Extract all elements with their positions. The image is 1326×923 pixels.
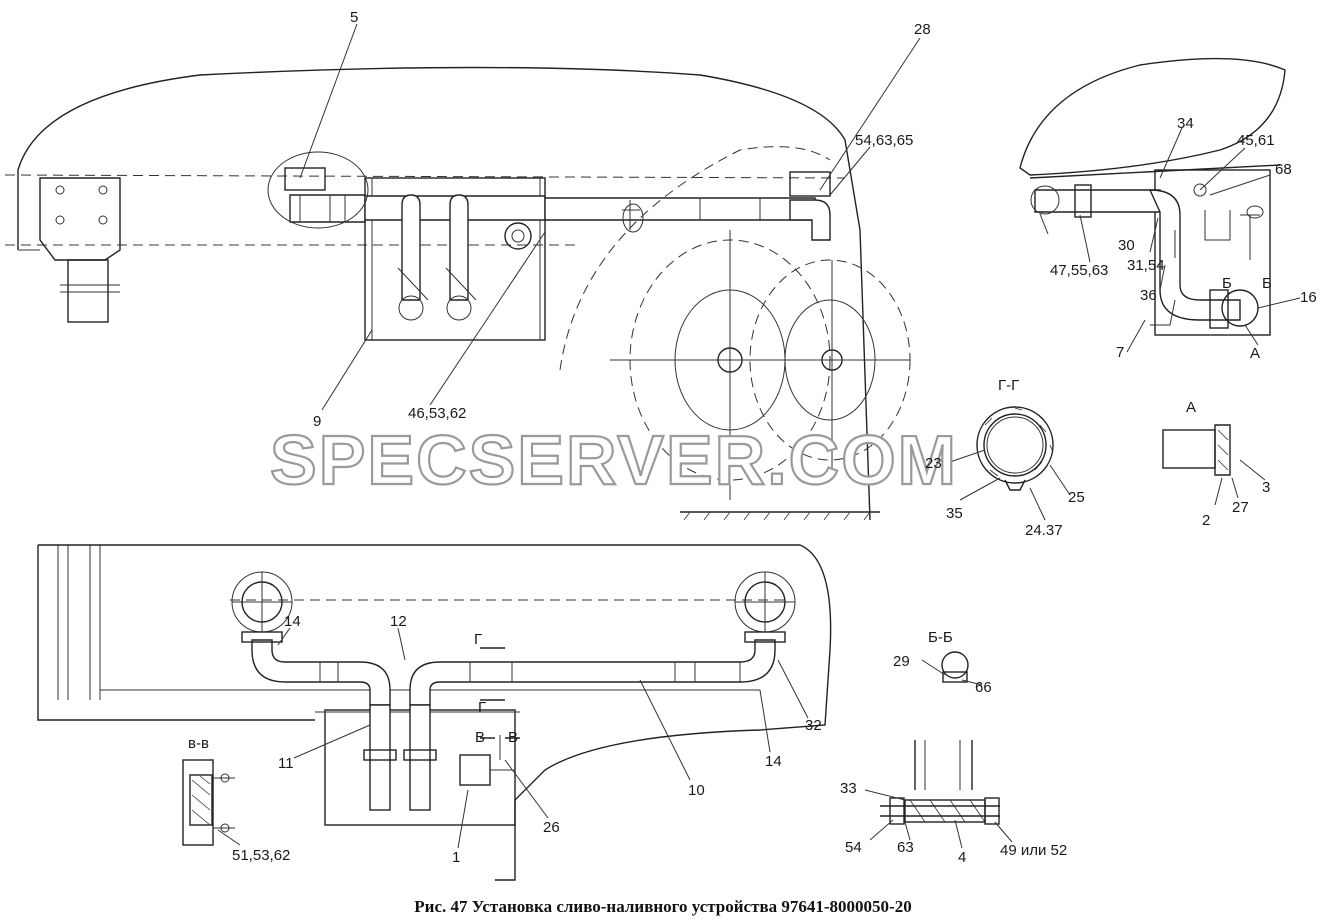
section-title-v-v: в-в [188,735,209,752]
callout-7: 7 [1116,344,1124,361]
callout-33: 33 [840,780,857,797]
callout-10: 10 [688,782,705,799]
callout-1: 1 [452,849,460,866]
bolt-detail [864,740,1013,849]
callout-24-37: 24.37 [1025,522,1063,539]
section-mark-v-2: В [508,729,518,746]
section-mark-g-2: Г [478,699,486,716]
callout-47-55-63: 47,55,63 [1050,262,1108,279]
callout-45-61: 45,61 [1237,132,1275,149]
callout-23: 23 [925,455,942,472]
section-title-b-b: Б-Б [928,629,953,646]
callout-9: 9 [313,413,321,430]
view-title-a: А [1186,399,1196,416]
callout-28: 28 [914,21,931,38]
callout-51-53-62: 51,53,62 [232,847,290,864]
figure-caption: Рис. 47 Установка сливо-наливного устрой… [414,897,911,916]
callout-29: 29 [893,653,910,670]
watermark: SPECSERVER.COM [270,421,958,499]
section-mark-g-1: Г [474,631,482,648]
callout-54-63-65: 54,63,65 [855,132,913,149]
callout-32: 32 [805,717,822,734]
callout-14-left: 14 [284,613,301,630]
callout-labels: 5 28 54,63,65 9 46,53,62 34 45,61 68 30 … [188,9,1317,866]
callout-25: 25 [1068,489,1085,506]
callout-27: 27 [1232,499,1249,516]
callout-46-53-62: 46,53,62 [408,405,466,422]
section-mark-b-2: Б [1262,275,1272,292]
top-side-view [4,23,921,521]
callout-5: 5 [350,9,358,26]
callout-68: 68 [1275,161,1292,178]
section-mark-v-1: В [475,729,485,746]
section-title-g-g: Г-Г [998,377,1019,394]
section-mark-b-1: Б [1222,275,1232,292]
callout-49-or-52: 49 или 52 [1000,842,1067,859]
callout-3: 3 [1262,479,1270,496]
bottom-plan-view [37,544,832,881]
callout-54: 54 [845,839,862,856]
callout-11: 11 [278,755,294,772]
view-a [1162,424,1266,506]
callout-66: 66 [975,679,992,696]
callout-31-54: 31,54 [1127,257,1165,274]
section-g-g [949,406,1071,521]
view-mark-a: А [1250,345,1260,362]
section-b-b [921,651,983,686]
callout-36: 36 [1140,287,1157,304]
callout-14-right: 14 [765,753,782,770]
callout-30: 30 [1118,237,1135,254]
section-v-v [182,759,241,846]
callout-2: 2 [1202,512,1210,529]
callout-35: 35 [946,505,963,522]
callout-34: 34 [1177,115,1194,132]
callout-63: 63 [897,839,914,856]
top-right-view [1019,57,1301,353]
callout-4: 4 [958,849,966,866]
callout-12: 12 [390,613,407,630]
callout-26: 26 [543,819,560,836]
callout-16: 16 [1300,289,1317,306]
